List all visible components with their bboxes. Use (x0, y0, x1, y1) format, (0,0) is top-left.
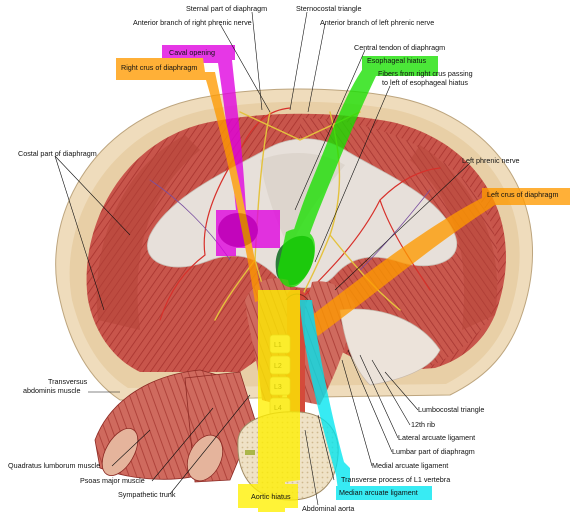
label-right-crus: Right crus of diaphragm (121, 63, 198, 72)
label-central-tendon: Central tendon of diaphragm (354, 43, 446, 52)
label-sympathetic-trunk: Sympathetic trunk (118, 490, 176, 499)
label-abdominal-aorta: Abdominal aorta (302, 504, 355, 513)
label-fibers-right-crus-line1: Fibers from right crus passing (378, 69, 473, 78)
label-medial-arcuate-ligament: Medial arcuate ligament (372, 461, 449, 470)
label-12th-rib: 12th rib (411, 420, 435, 429)
label-psoas-major: Psoas major muscle (80, 476, 145, 485)
label-sternal-part: Sternal part of diaphragm (186, 4, 268, 13)
label-sternocostal-triangle: Sternocostal triangle (296, 4, 362, 13)
label-transversus-line2: abdominis muscle (23, 386, 81, 395)
label-lumbar-part: Lumbar part of diaphragm (392, 447, 475, 456)
label-esophageal-hiatus: Esophageal hiatus (367, 56, 427, 65)
label-costal-part: Costal part of diaphragm (18, 149, 97, 158)
label-quadratus-lumborum: Quadratus lumborum muscle (8, 461, 101, 470)
label-left-phrenic-nerve: Left phrenic nerve (462, 156, 520, 165)
label-caval-opening: Caval opening (169, 48, 215, 57)
label-lumbocostal-triangle: Lumbocostal triangle (418, 405, 485, 414)
posterior-abdominal-muscles (94, 369, 256, 483)
label-aortic-hiatus: Aortic hiatus (251, 492, 291, 501)
label-transversus-line1: Transversus (48, 377, 88, 386)
highlight-overlays (116, 45, 570, 512)
label-fibers-right-crus-line2: to left of esophageal hiatus (382, 78, 468, 87)
label-lateral-arcuate-ligament: Lateral arcuate ligament (398, 433, 476, 442)
label-median-arcuate-ligament: Median arcuate ligament (339, 488, 418, 497)
label-left-crus: Left crus of diaphragm (487, 190, 559, 199)
leader-lines (54, 11, 471, 506)
label-anterior-branch-left-phrenic: Anterior branch of left phrenic nerve (320, 18, 435, 27)
label-transverse-process-l1: Transverse process of L1 vertebra (341, 475, 451, 484)
label-anterior-branch-right-phrenic: Anterior branch of right phrenic nerve (133, 18, 252, 27)
